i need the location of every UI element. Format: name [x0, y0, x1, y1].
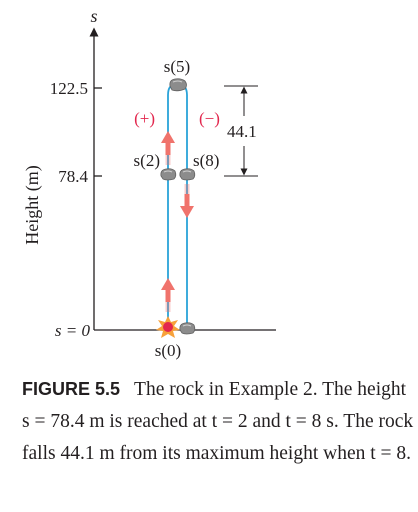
axis-variable-label: s: [90, 6, 97, 26]
label-s8: s(8): [193, 151, 219, 170]
axis-title: Height (m): [22, 165, 43, 244]
down-arrow: [180, 184, 194, 218]
caption-figure-label: FIGURE 5.5: [22, 379, 121, 399]
rock-icon-bottom: [179, 322, 196, 335]
rock-trajectory-diagram: s Height (m) 122.5 78.4 s = 0: [22, 6, 276, 360]
up-arrow-upper: [161, 131, 175, 165]
rock-icon-top: [169, 78, 187, 92]
label-s2: s(2): [134, 151, 160, 170]
sign-up: (+): [134, 109, 155, 128]
launch-burst-icon: [156, 316, 180, 338]
up-arrow-lower: [161, 278, 175, 312]
drop-distance-label: 44.1: [227, 122, 257, 141]
sign-down: (−): [199, 109, 220, 128]
tick-label-zero: s = 0: [55, 321, 91, 340]
label-s0: s(0): [155, 341, 181, 360]
rock-icon-right-mid: [179, 168, 196, 181]
caption-text: The rock in Example 2. The height s = 78…: [22, 379, 414, 464]
rock-icon-left-mid: [160, 168, 177, 181]
tick-label-78-4: 78.4: [58, 167, 88, 186]
label-s5: s(5): [164, 57, 190, 76]
tick-label-122-5: 122.5: [50, 79, 88, 98]
